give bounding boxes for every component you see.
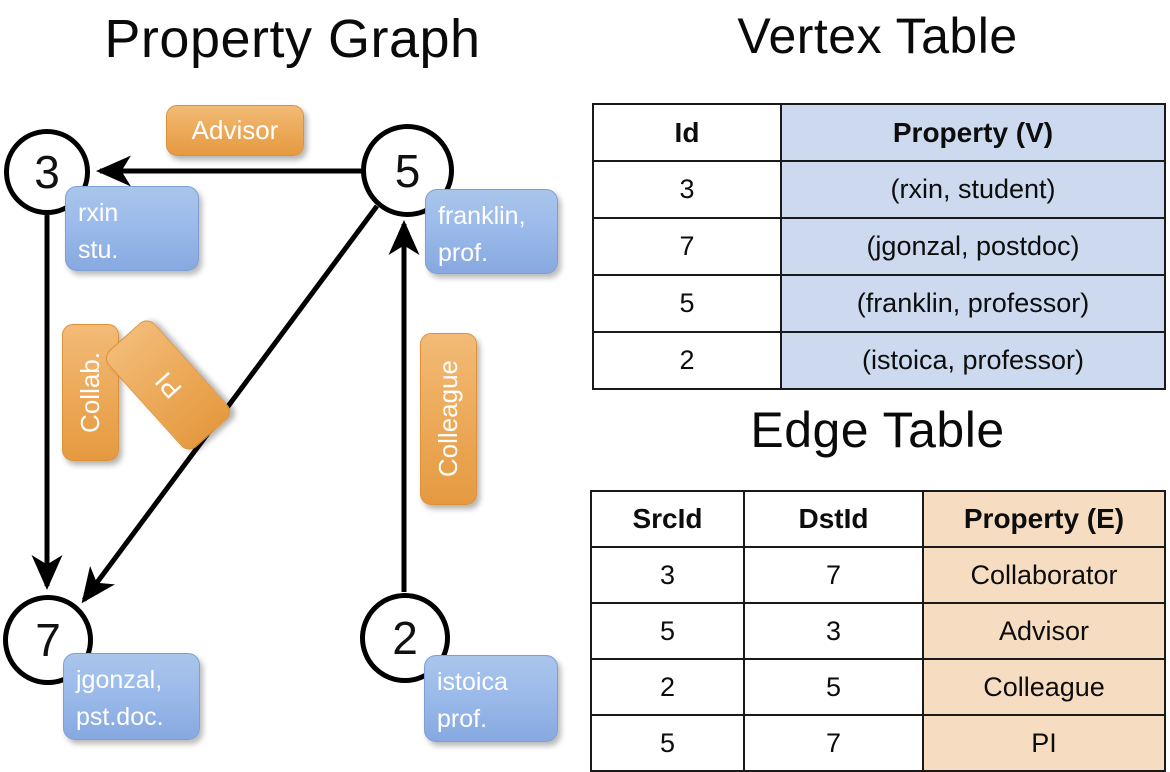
edge-cell-dstid: 3	[743, 602, 924, 660]
edge-cell-dstid: 7	[743, 546, 924, 604]
node-property-callout-jgonzal: jgonzal, pst.doc.	[63, 653, 200, 740]
edge-table-header-property: Property (E)	[922, 490, 1166, 548]
table-row[interactable]: 5 7 PI	[590, 714, 1166, 772]
property-graph-diagram: 3 5 7 2 rxin stu. franklin, prof. jgonza…	[0, 0, 585, 760]
table-row[interactable]: 3 (rxin, student)	[592, 160, 1166, 219]
vertex-table: Id Property (V) 3 (rxin, student) 7 (jgo…	[592, 103, 1166, 390]
vertex-cell-property: (franklin, professor)	[780, 274, 1166, 333]
edge-label-advisor-text: Advisor	[191, 115, 279, 145]
vertex-cell-id: 2	[592, 331, 782, 390]
callout-line-1: jgonzal,	[76, 666, 163, 694]
table-row[interactable]: 5 3 Advisor	[590, 602, 1166, 660]
edge-label-colleague: Colleague	[420, 333, 477, 505]
graph-node-5[interactable]: 5	[361, 124, 454, 217]
callout-line-1: rxin	[78, 199, 119, 227]
vertex-cell-id: 7	[592, 217, 782, 276]
vertex-table-header-row: Id Property (V)	[592, 103, 1166, 162]
callout-line-2: prof.	[438, 239, 489, 267]
edge-label-colleague-text: Colleague	[433, 360, 463, 478]
graph-node-2-label: 2	[392, 612, 418, 664]
edge-cell-dstid: 7	[743, 714, 924, 772]
edge-cell-srcid: 3	[590, 546, 745, 604]
table-row[interactable]: 2 (istoica, professor)	[592, 331, 1166, 390]
edge-label-collab-text: Collab.	[75, 352, 105, 433]
vertex-table-header-id: Id	[592, 103, 782, 162]
table-row[interactable]: 3 7 Collaborator	[590, 546, 1166, 604]
edge-5-to-7-pi	[81, 204, 380, 604]
edge-table-header-row: SrcId DstId Property (E)	[590, 490, 1166, 548]
edge-label-advisor: Advisor	[166, 105, 304, 156]
edge-cell-property: Colleague	[922, 658, 1166, 716]
table-row[interactable]: 7 (jgonzal, postdoc)	[592, 217, 1166, 276]
edge-label-pi-text: PI	[148, 366, 187, 405]
graph-node-2[interactable]: 2	[360, 593, 450, 683]
edge-cell-property: Advisor	[922, 602, 1166, 660]
callout-line-2: pst.doc.	[76, 703, 164, 731]
graph-node-7-label: 7	[35, 614, 61, 666]
edge-label-collab: Collab.	[62, 324, 119, 461]
node-property-callout-istoica: istoica prof.	[424, 655, 558, 742]
vertex-cell-property: (istoica, professor)	[780, 331, 1166, 390]
table-row[interactable]: 2 5 Colleague	[590, 658, 1166, 716]
edge-table-header-srcid: SrcId	[590, 490, 745, 548]
vertex-cell-property: (jgonzal, postdoc)	[780, 217, 1166, 276]
page-title-vertex-table: Vertex Table	[737, 8, 1018, 64]
edge-cell-property: Collaborator	[922, 546, 1166, 604]
callout-line-2: prof.	[437, 705, 488, 733]
edge-table-header-dstid: DstId	[743, 490, 924, 548]
page-title-edge-table: Edge Table	[750, 402, 1005, 458]
graph-edges-svg	[31, 155, 420, 604]
edge-cell-srcid: 2	[590, 658, 745, 716]
vertex-table-header-property: Property (V)	[780, 103, 1166, 162]
edge-table: SrcId DstId Property (E) 3 7 Collaborato…	[590, 490, 1166, 772]
node-property-callout-franklin: franklin, prof.	[425, 189, 558, 274]
graph-node-5-label: 5	[394, 144, 421, 197]
edge-cell-property: PI	[922, 714, 1166, 772]
page-title-property-graph: Property Graph	[104, 9, 481, 69]
vertex-cell-property: (rxin, student)	[780, 160, 1166, 219]
node-property-callout-rxin: rxin stu.	[65, 186, 199, 271]
callout-line-1: istoica	[437, 668, 508, 696]
graph-node-3-label: 3	[34, 146, 60, 198]
callout-line-1: franklin,	[438, 202, 526, 230]
edge-cell-dstid: 5	[743, 658, 924, 716]
vertex-cell-id: 3	[592, 160, 782, 219]
edge-cell-srcid: 5	[590, 602, 745, 660]
table-row[interactable]: 5 (franklin, professor)	[592, 274, 1166, 333]
edge-cell-srcid: 5	[590, 714, 745, 772]
callout-line-2: stu.	[78, 236, 119, 264]
vertex-cell-id: 5	[592, 274, 782, 333]
